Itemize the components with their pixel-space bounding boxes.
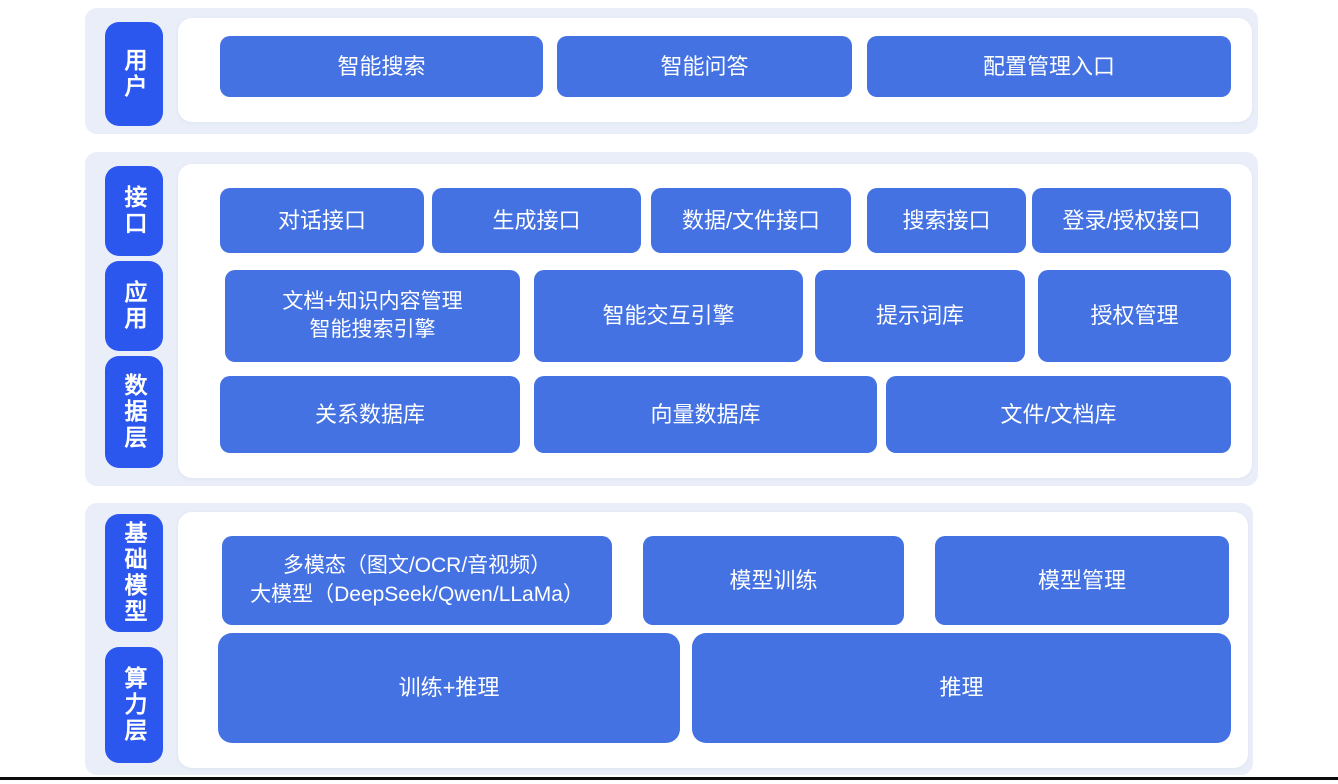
block-login-auth-api: 登录/授权接口	[1032, 188, 1231, 253]
section-interface-application-data: 接口 应用 数据层 对话接口 生成接口 数据/文件接口 搜索接口 登录/授权接口…	[85, 152, 1258, 486]
bottom-divider	[0, 777, 1338, 780]
block-file-doc-store: 文件/文档库	[886, 376, 1231, 453]
block-doc-knowledge-search-engine: 文档+知识内容管理 智能搜索引擎	[225, 270, 520, 362]
block-dialog-api: 对话接口	[220, 188, 424, 253]
block-search-api: 搜索接口	[867, 188, 1026, 253]
block-multimodal-line1: 多模态（图文/OCR/音视频）	[282, 554, 552, 578]
layer-pill-compute: 算力层	[105, 647, 163, 763]
block-training-inference: 训练+推理	[218, 633, 680, 743]
block-interactive-engine: 智能交互引擎	[534, 270, 803, 362]
block-multimodal-line2: 大模型（DeepSeek/Qwen/LLaMa）	[250, 582, 584, 606]
block-smart-qa: 智能问答	[557, 36, 852, 97]
block-generation-api: 生成接口	[432, 188, 641, 253]
block-relational-db: 关系数据库	[220, 376, 520, 453]
layer-pill-interface: 接口	[105, 166, 163, 256]
block-inference: 推理	[692, 633, 1231, 743]
block-auth-management: 授权管理	[1038, 270, 1231, 362]
block-doc-knowledge-line1: 文档+知识内容管理	[282, 289, 463, 313]
layer-pill-foundation-model: 基础模型	[105, 514, 163, 632]
block-data-file-api: 数据/文件接口	[651, 188, 851, 253]
block-config-management-entry: 配置管理入口	[867, 36, 1231, 97]
layer-pill-user: 用户	[105, 22, 163, 126]
block-prompt-library: 提示词库	[815, 270, 1025, 362]
section-foundation-compute: 基础模型 算力层 多模态（图文/OCR/音视频） 大模型（DeepSeek/Qw…	[85, 503, 1253, 775]
block-vector-db: 向量数据库	[534, 376, 877, 453]
layer-pill-application: 应用	[105, 261, 163, 351]
block-doc-knowledge-line2: 智能搜索引擎	[309, 318, 436, 341]
block-smart-search: 智能搜索	[220, 36, 543, 97]
layer-pill-data: 数据层	[105, 356, 163, 468]
block-model-training: 模型训练	[643, 536, 904, 625]
block-model-management: 模型管理	[935, 536, 1229, 625]
section-user-layer: 用户 智能搜索 智能问答 配置管理入口	[85, 8, 1258, 134]
block-multimodal-llm: 多模态（图文/OCR/音视频） 大模型（DeepSeek/Qwen/LLaMa）	[222, 536, 612, 625]
